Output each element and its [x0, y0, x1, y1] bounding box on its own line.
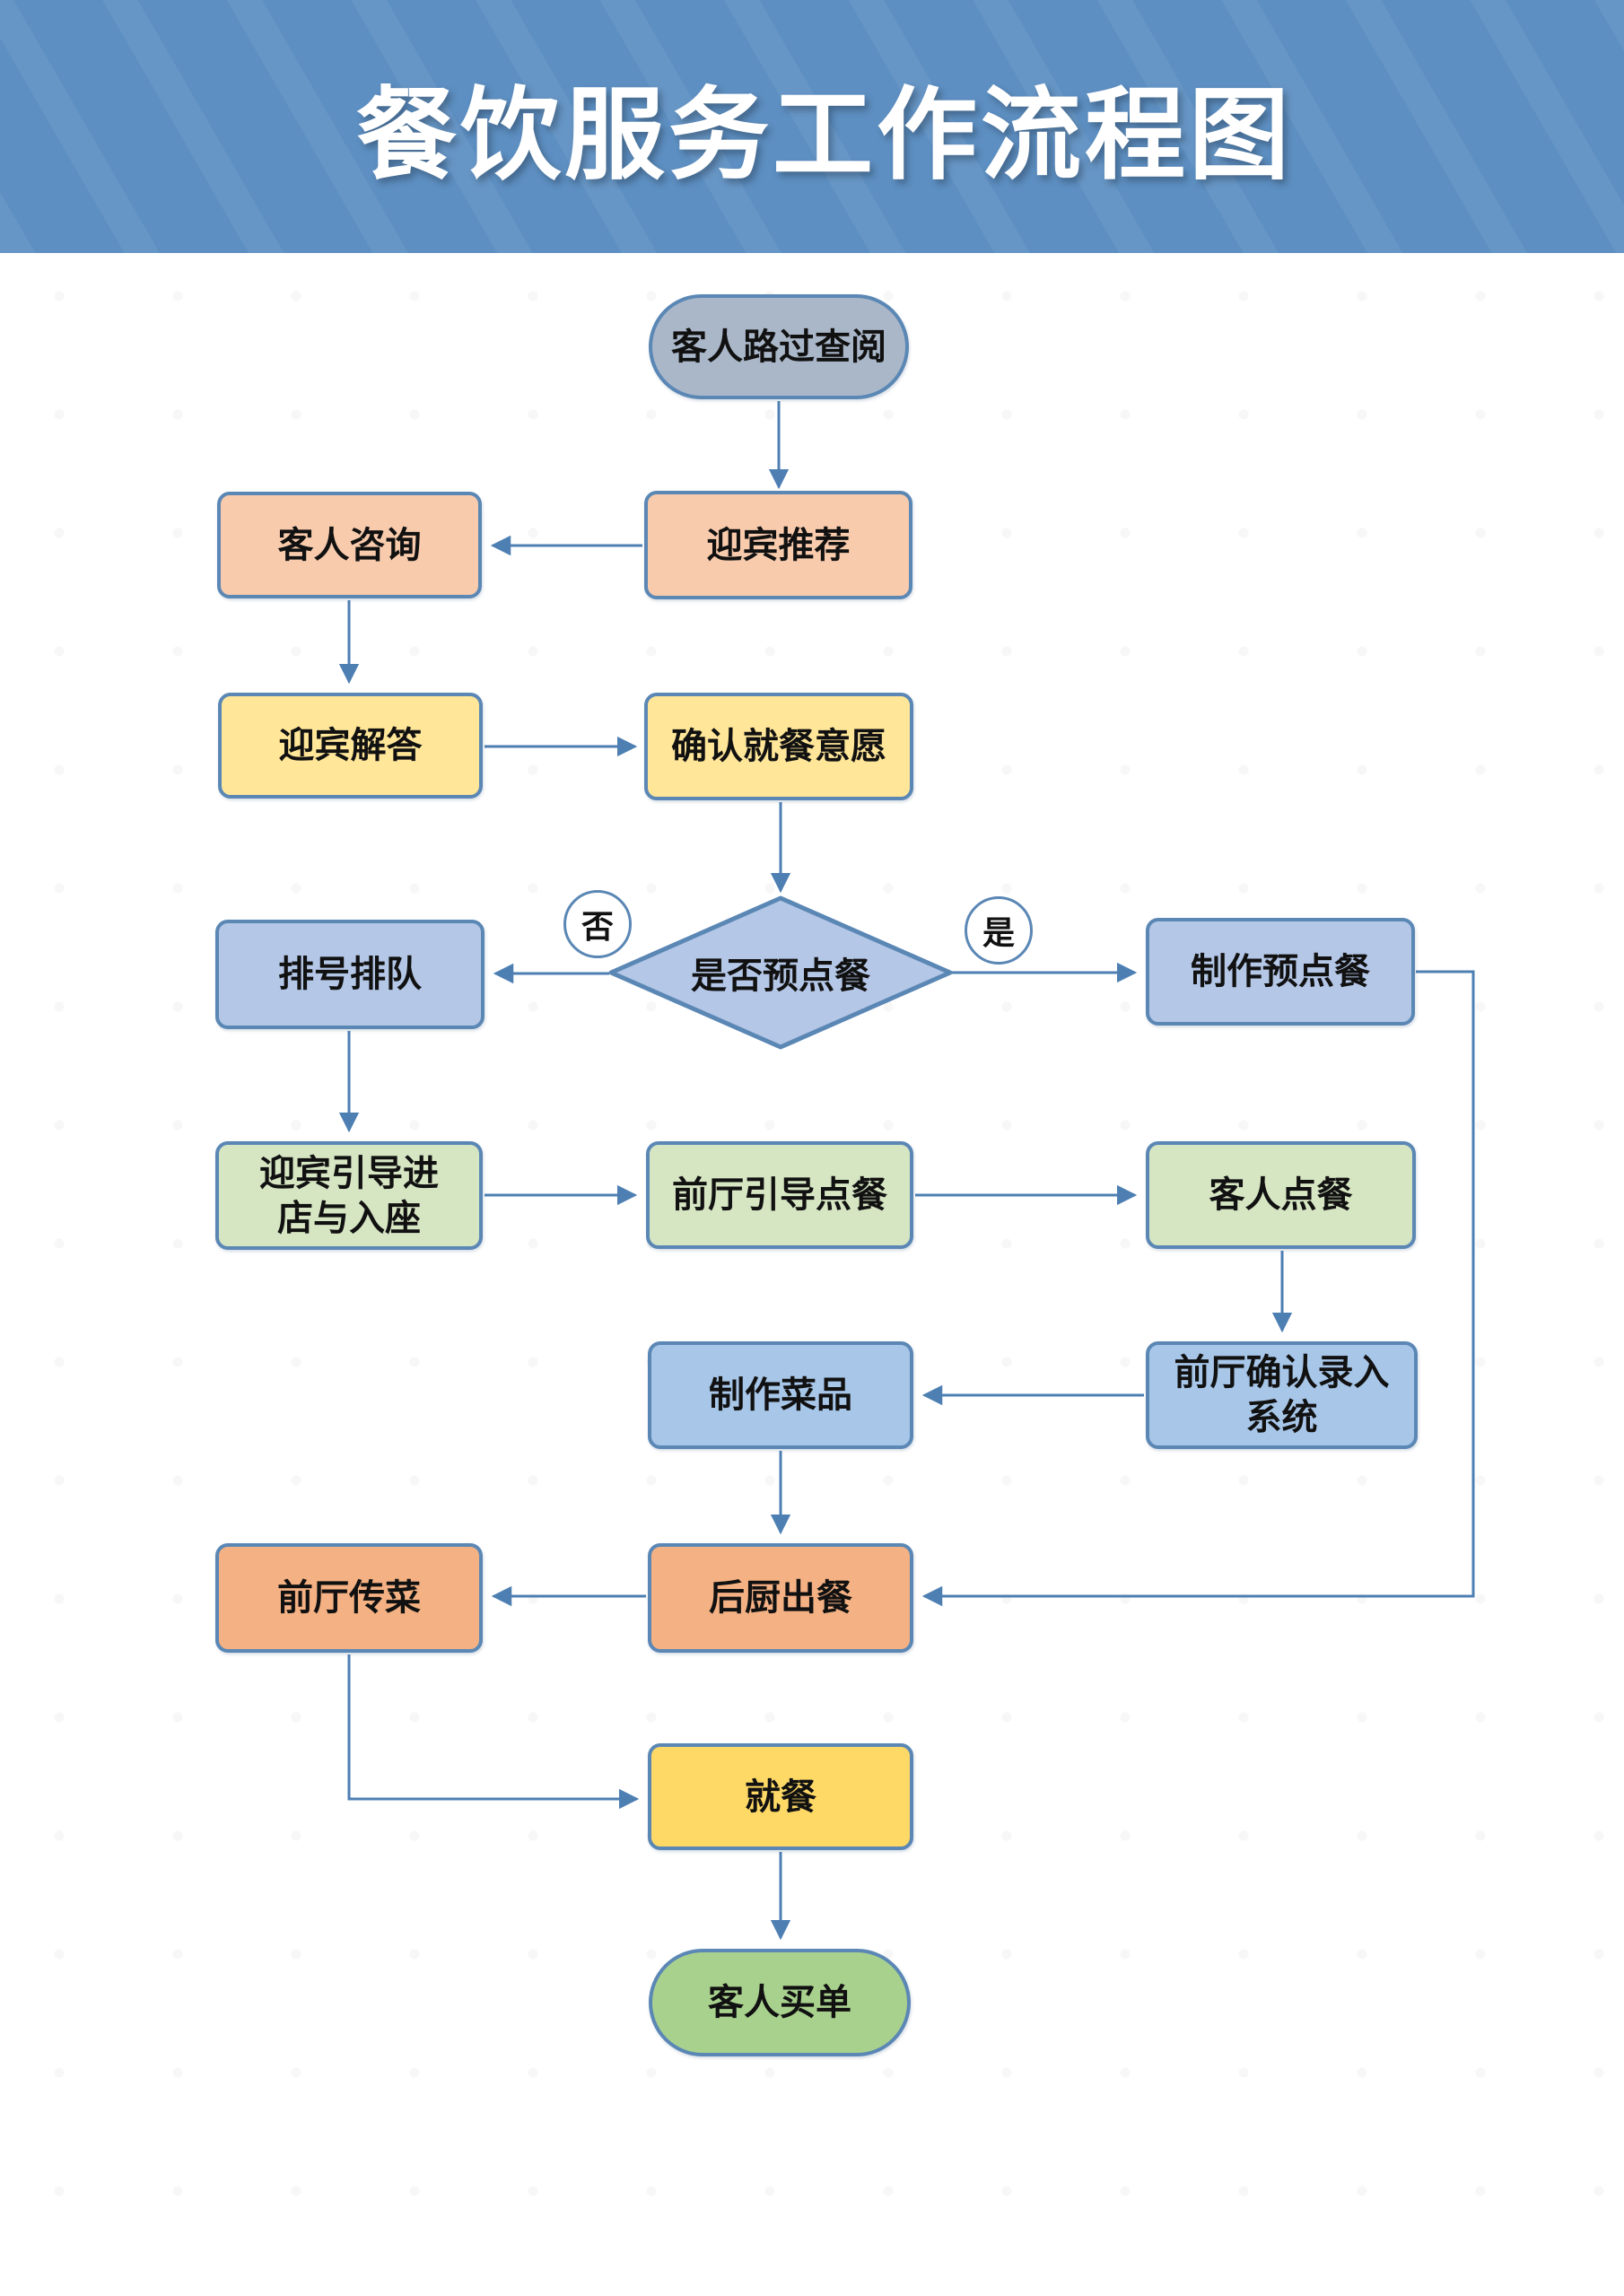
node-guest-inquires: 客人咨询 — [217, 492, 482, 598]
node-guide-into-store: 迎宾引导进店与入座 — [215, 1141, 483, 1250]
node-greeter-answers: 迎宾解答 — [218, 693, 483, 799]
connector-preorder-to-kitchen — [921, 970, 1475, 1607]
header-banner: 餐饮服务工作流程图 — [0, 0, 1624, 253]
branch-yes-badge: 是 — [965, 896, 1033, 965]
branch-no-badge: 否 — [563, 890, 632, 958]
node-confirm-entry-system: 前厅确认录入系统 — [1146, 1341, 1418, 1449]
node-front-delivers: 前厅传菜 — [215, 1543, 483, 1653]
node-greeter-recommends: 迎宾推荐 — [644, 491, 912, 599]
node-make-dishes: 制作菜品 — [648, 1341, 913, 1449]
node-guest-passes-by: 客人路过查阅 — [649, 294, 909, 399]
decision-diamond — [608, 895, 953, 1050]
node-queue-number: 排号排队 — [215, 920, 485, 1029]
page-title: 餐饮服务工作流程图 — [356, 79, 1293, 191]
node-make-pre-order: 制作预点餐 — [1146, 918, 1415, 1026]
node-confirm-dining-intent: 确认就餐意愿 — [644, 693, 913, 800]
decision-question-label: 是否预点餐 — [691, 956, 870, 996]
node-front-guides-order: 前厅引导点餐 — [646, 1141, 913, 1249]
node-guest-pays: 客人买单 — [649, 1949, 911, 2056]
node-kitchen-serves: 后厨出餐 — [648, 1543, 913, 1653]
connector-deliver-to-dining — [347, 1654, 640, 1810]
node-guest-orders: 客人点餐 — [1146, 1141, 1416, 1249]
node-dining: 就餐 — [648, 1743, 913, 1850]
